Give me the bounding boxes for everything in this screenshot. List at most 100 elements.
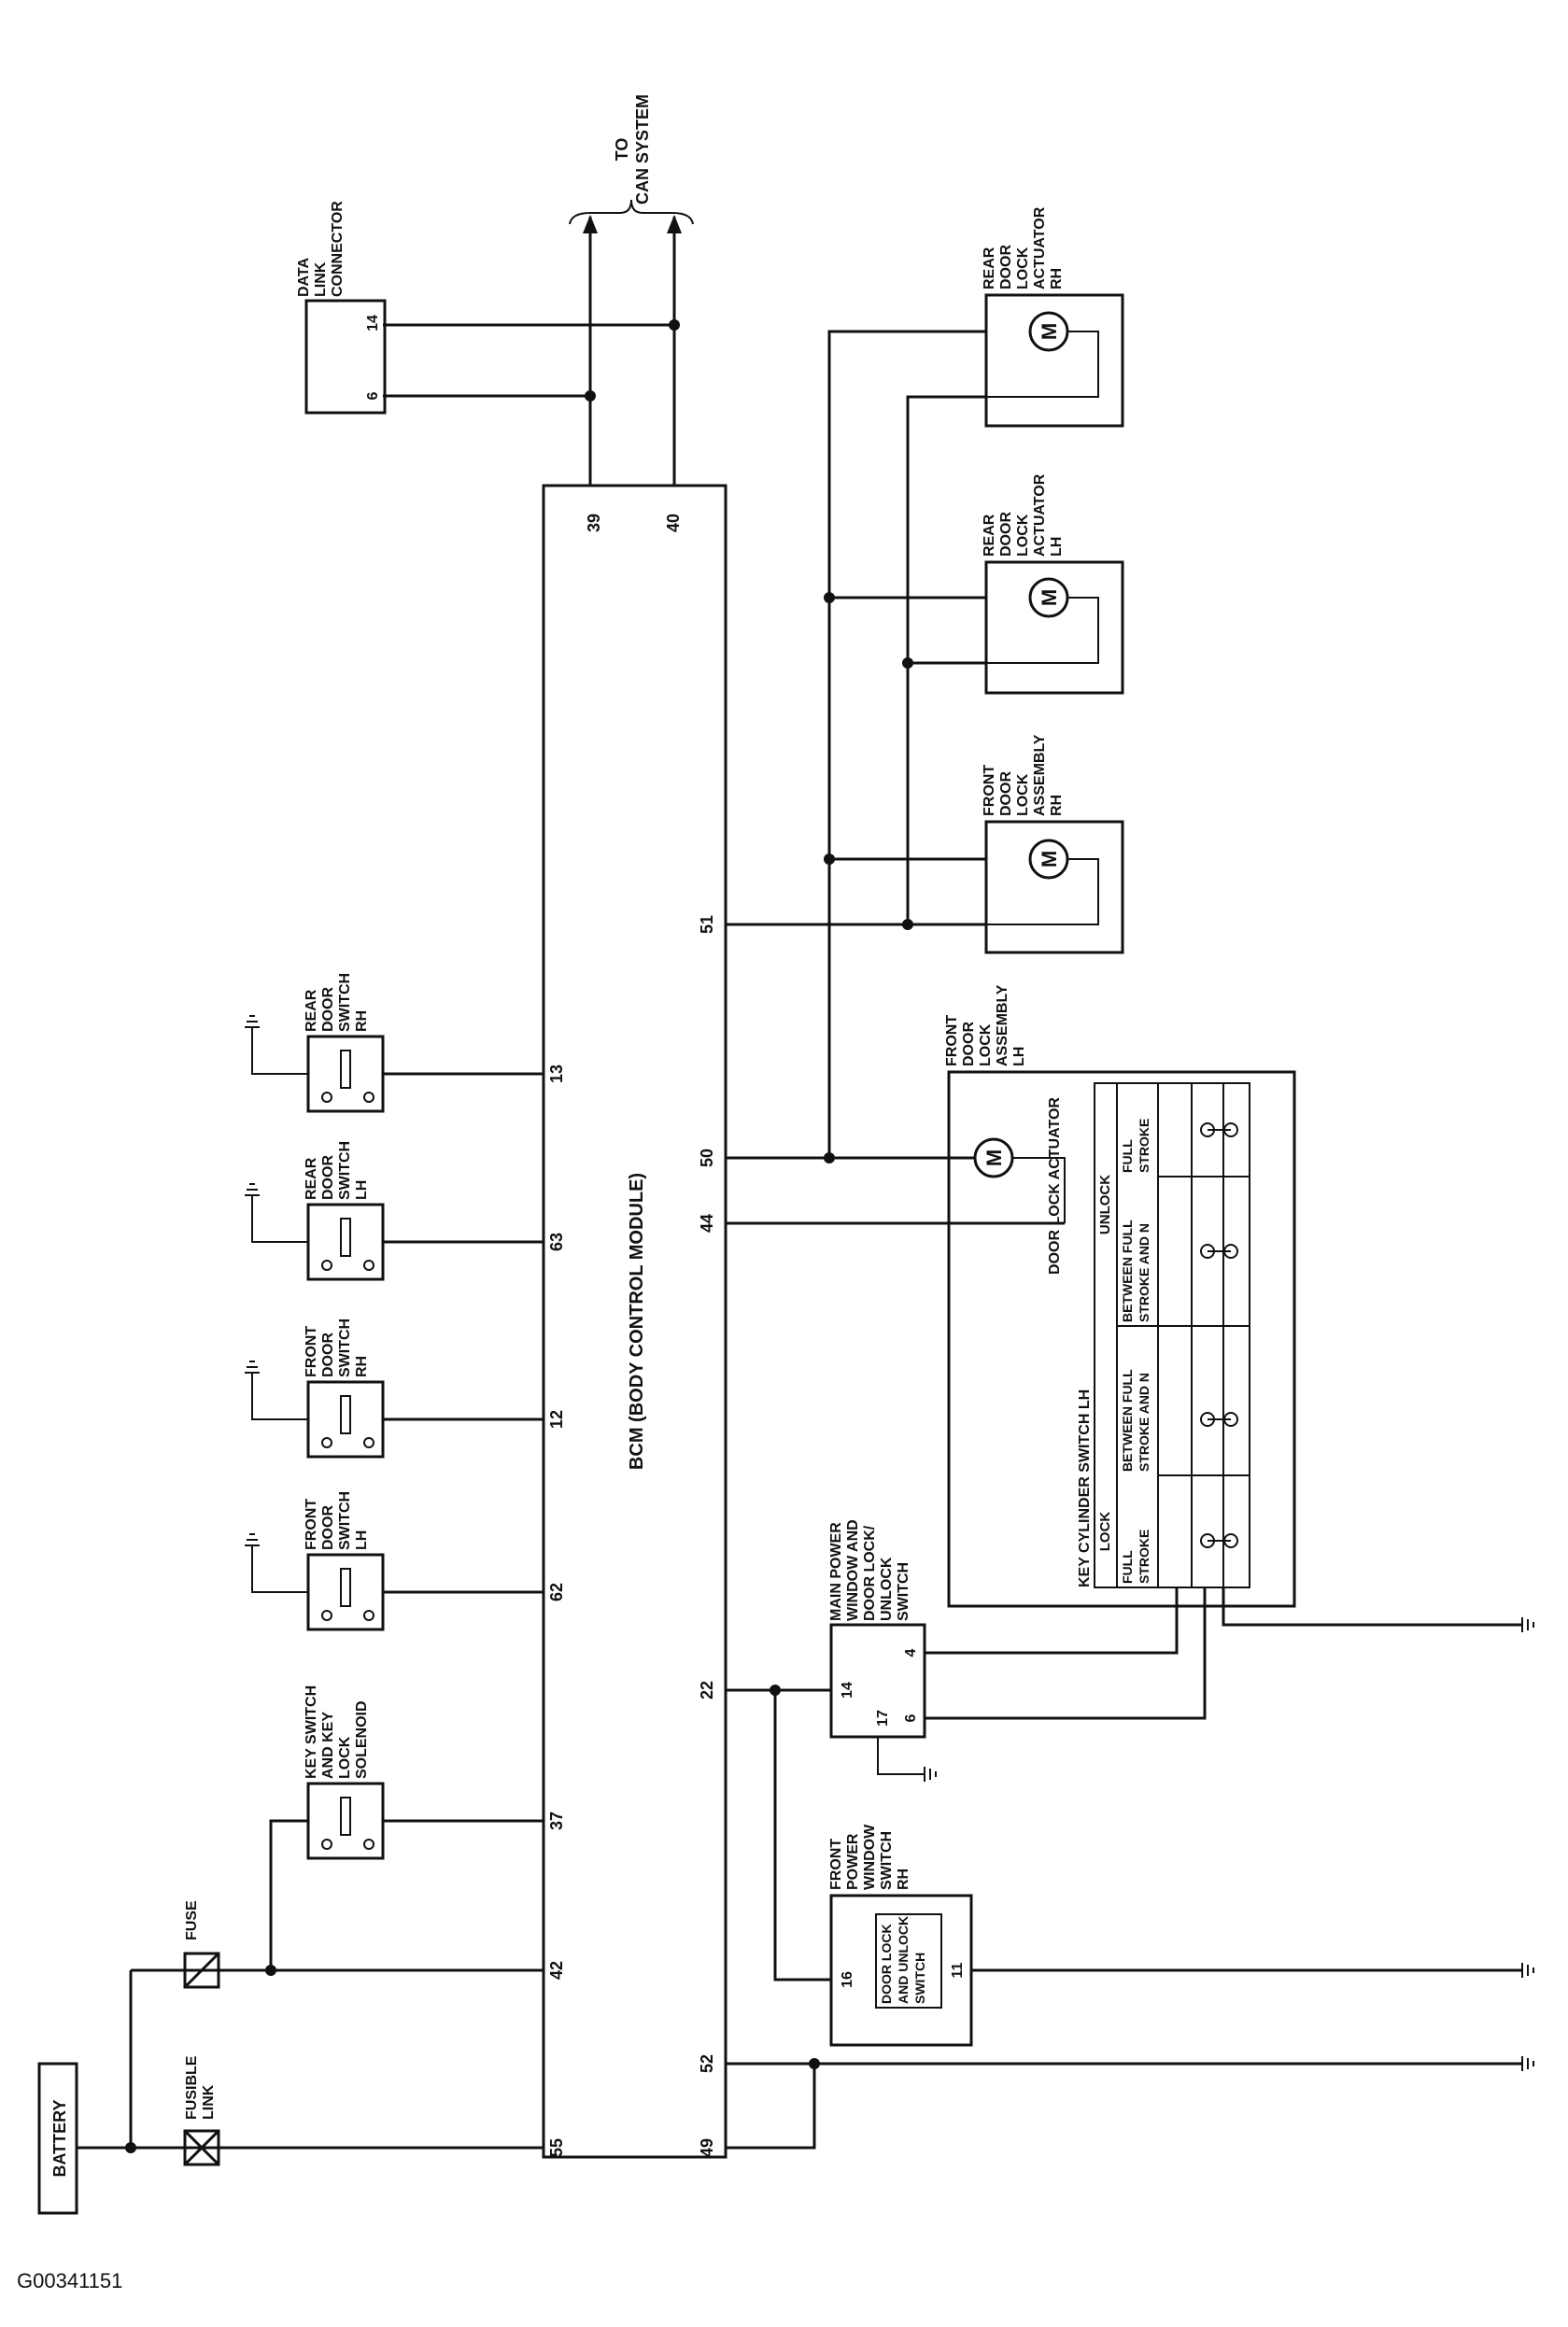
key-switch-label-2: AND KEY [320,1712,336,1779]
front-door-switch-lh [245,1533,544,1631]
dlc-pin-6: 6 [365,391,381,400]
bcm-pin-37: 37 [547,1812,566,1830]
door-lock-actuator-label: DOOR LOCK ACTUATOR [1047,1097,1063,1275]
front-rh-label-5: RH [896,1869,911,1890]
main-switch-label-1: MAIN POWER [828,1522,844,1621]
rear-door-switch-lh-label-1: REAR [304,1157,319,1200]
main-switch-pin-6: 6 [903,1714,919,1722]
dlc-label-2: LINK [313,261,329,297]
front-lh-label-1: FRONT [944,1015,960,1066]
bcm-label: BCM (BODY CONTROL MODULE) [627,1173,647,1470]
front-door-switch-lh-label-1: FRONT [304,1499,319,1550]
front-door-switch-lh-label-3: SWITCH [337,1491,353,1550]
rear-actuator-rh-label-2: DOOR [998,245,1014,289]
figure-id: G00341151 [17,2269,123,2292]
rear-actuator-rh-label-3: LOCK [1015,247,1031,289]
front-rh-label-3: WINDOW [862,1824,878,1890]
bcm-pin-55: 55 [547,2138,566,2157]
unlock-full: FULL [1120,1139,1135,1173]
lock-stroke: STROKE [1137,1530,1151,1584]
fusible-link-label-2: LINK [201,2084,217,2120]
key-switch-lock-solenoid [269,1782,544,1970]
front-assembly-rh-label-2: DOOR [998,771,1014,816]
dlc-label-1: DATA [296,257,312,297]
bcm-pin-39: 39 [585,514,603,532]
front-lh-label-4: ASSEMBLY [995,984,1010,1066]
main-switch-pin-17: 17 [875,1710,891,1727]
bcm-pin-63: 63 [547,1233,566,1251]
unlock-stroke-n: STROKE AND N [1137,1223,1151,1322]
rear-actuator-lh-label-4: ACTUATOR [1032,473,1048,557]
can-label-system: CAN SYSTEM [633,94,652,204]
front-door-switch-lh-label-4: LH [354,1530,370,1550]
front-rh-label-4: SWITCH [879,1831,895,1890]
dlc-label-3: CONNECTOR [330,201,346,297]
bcm-pin-42: 42 [547,1961,566,1980]
fuse-and-battery [37,1952,544,2215]
bcm-pin-49: 49 [698,2138,716,2157]
rear-door-switch-lh-label-2: DOOR [320,1155,336,1200]
front-rh-switch-pin-16: 16 [840,1971,855,1988]
bcm-pin-40: 40 [664,514,683,532]
front-door-switch-rh-label-2: DOOR [320,1333,336,1377]
bcm-pin-52: 52 [698,2054,716,2073]
front-lh-label-2: DOOR [961,1022,977,1066]
front-assembly-rh-label-1: FRONT [982,765,997,816]
lock-header: LOCK [1097,1512,1113,1552]
front-rh-inner-1: DOOR LOCK [879,1924,894,2004]
rear-door-switch-lh-label-3: SWITCH [337,1141,353,1200]
bcm-pin-51: 51 [698,915,716,934]
front-door-switch-rh-label-4: RH [354,1356,370,1377]
lock-full: FULL [1120,1550,1135,1584]
front-door-switch-lh-label-2: DOOR [320,1505,336,1550]
rear-door-lock-actuator-rh [984,293,1124,428]
lock-stroke-n: STROKE AND N [1137,1373,1151,1472]
rear-door-switch-rh-label-1: REAR [304,989,319,1032]
bcm-pin-44: 44 [698,1214,716,1233]
rear-door-switch-rh [245,1015,544,1113]
rear-actuator-rh-label-4: ACTUATOR [1032,206,1048,289]
rear-actuator-lh-label-2: DOOR [998,512,1014,557]
unlock-header: UNLOCK [1097,1175,1113,1234]
key-switch-label-1: KEY SWITCH [304,1685,319,1779]
bcm-box [542,484,727,2159]
data-link-connector-box [304,299,387,415]
main-switch-label-4: UNLOCK [879,1557,895,1621]
motor-symbol-2: M [1038,589,1061,606]
rear-door-lock-actuator-lh [984,560,1124,695]
bcm-pin-22: 22 [698,1681,716,1699]
rear-actuator-lh-label-3: LOCK [1015,514,1031,557]
rear-actuator-lh-label-5: LH [1049,537,1065,557]
key-cylinder-label: KEY CYLINDER SWITCH LH [1077,1389,1093,1587]
front-power-window-switch-rh [829,1894,1534,2047]
front-door-lock-assembly-lh [829,1070,1296,1608]
motor-symbol-3: M [1038,851,1061,867]
front-lh-label-5: LH [1011,1047,1027,1066]
rear-actuator-lh-label-1: REAR [982,514,997,557]
front-rh-inner-2: AND UNLOCK [896,1916,911,2004]
unlock-stroke: STROKE [1137,1119,1151,1173]
rear-actuator-rh-label-5: RH [1049,268,1065,289]
lock-between: BETWEEN FULL [1120,1369,1135,1472]
fuse-label: FUSE [184,1900,200,1940]
front-rh-label-1: FRONT [828,1839,844,1890]
rear-door-switch-lh-label-4: LH [354,1180,370,1200]
bcm-pin-12: 12 [547,1410,566,1429]
actuator-bus [726,330,1065,1225]
main-switch-pin-14: 14 [840,1682,855,1699]
front-assembly-rh-label-5: RH [1049,795,1065,816]
motor-symbol-1: M [1038,323,1061,340]
battery-label: BATTERY [50,2100,69,2178]
front-door-switch-rh-label-1: FRONT [304,1326,319,1377]
front-door-lock-assembly-rh [984,820,1124,954]
front-assembly-rh-label-4: ASSEMBLY [1032,734,1048,816]
front-door-switch-rh [245,1361,544,1459]
rear-door-switch-rh-label-3: SWITCH [337,973,353,1032]
key-switch-label-4: SOLENOID [354,1700,370,1779]
front-lh-label-3: LOCK [978,1023,994,1066]
bcm-pin-50: 50 [698,1149,716,1167]
front-rh-inner-3: SWITCH [912,1953,927,2004]
can-label-to: TO [613,138,631,162]
